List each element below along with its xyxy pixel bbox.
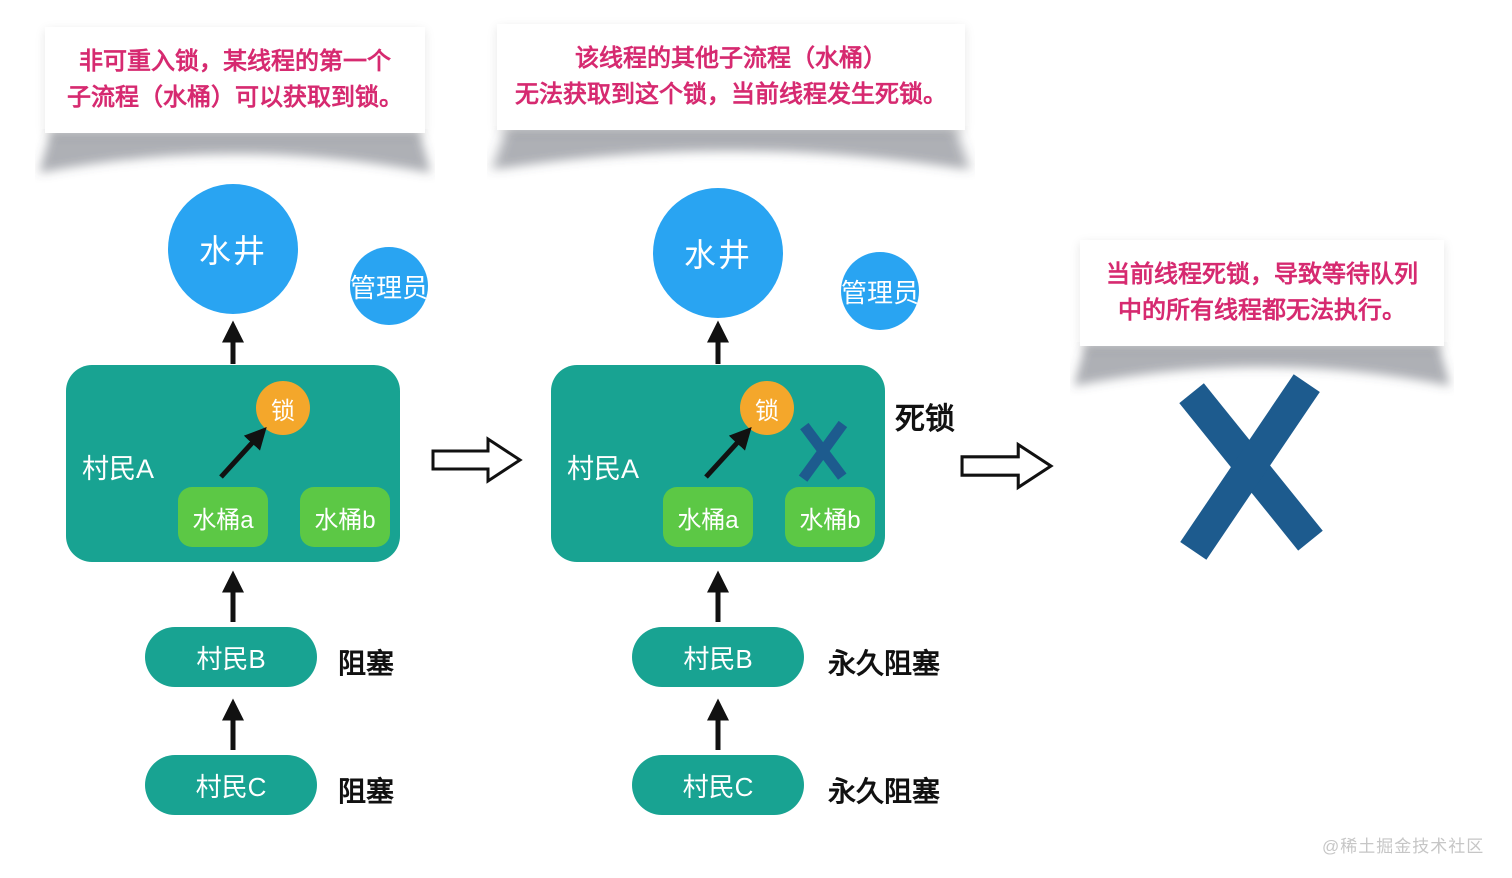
bucket-b: 水桶b xyxy=(300,487,390,547)
bucket-a: 水桶a xyxy=(178,487,268,547)
lock-circle: 锁 xyxy=(740,381,794,435)
villager-a-box-middle: 村民A 锁 水桶a 水桶b xyxy=(551,365,885,562)
block-arrow-right-icon xyxy=(431,436,523,484)
well-circle-left: 水井 xyxy=(168,184,298,314)
villager-c-pill-middle: 村民C xyxy=(632,755,804,815)
callout1-curved-shadow xyxy=(39,131,431,173)
villager-b-pill-middle: 村民B xyxy=(632,627,804,687)
well-circle-middle: 水井 xyxy=(653,188,783,318)
callout2-curved-shadow xyxy=(491,128,971,170)
arrow-diagonal-icon xyxy=(219,426,267,479)
arrow-up-icon xyxy=(221,320,245,364)
callout-queue-blocked: 当前线程死锁，导致等待队列 中的所有线程都无法执行。 xyxy=(1080,240,1444,346)
villager-a-label: 村民A xyxy=(82,454,155,484)
arrow-up-icon xyxy=(706,570,730,622)
status-blocked-b-middle: 永久阻塞 xyxy=(828,648,941,679)
villager-a-box-left: 村民A 锁 水桶a 水桶b xyxy=(66,365,400,562)
status-blocked-c-left: 阻塞 xyxy=(338,776,395,807)
deadlock-label: 死锁 xyxy=(895,403,955,436)
block-arrow-right-icon xyxy=(960,441,1054,491)
callout2-line1: 该线程的其他子流程（水桶） xyxy=(575,45,887,72)
watermark: @稀土掘金技术社区 xyxy=(1322,837,1485,856)
status-blocked-b-left: 阻塞 xyxy=(338,648,395,679)
callout-deadlock-occurs: 该线程的其他子流程（水桶） 无法获取到这个锁，当前线程发生死锁。 xyxy=(497,24,965,130)
arrow-up-icon xyxy=(221,698,245,750)
villager-c-pill-left: 村民C xyxy=(145,755,317,815)
callout3-line2: 中的所有线程都无法执行。 xyxy=(1118,297,1406,324)
big-x-mark-icon xyxy=(1179,374,1323,560)
callout1-line2: 子流程（水桶）可以获取到锁。 xyxy=(67,84,403,111)
villager-b-pill-left: 村民B xyxy=(145,627,317,687)
callout1-line1: 非可重入锁，某线程的第一个 xyxy=(79,48,391,75)
arrow-up-icon xyxy=(221,570,245,622)
villager-a-label: 村民A xyxy=(567,454,640,484)
admin-badge-left: 管理员 xyxy=(350,247,428,325)
lock-circle: 锁 xyxy=(256,381,310,435)
bucket-a: 水桶a xyxy=(663,487,753,547)
callout2-line2: 无法获取到这个锁，当前线程发生死锁。 xyxy=(515,81,947,108)
callout-nonreentrant-lock: 非可重入锁，某线程的第一个 子流程（水桶）可以获取到锁。 xyxy=(45,27,425,133)
arrow-diagonal-icon xyxy=(704,426,752,479)
arrow-up-icon xyxy=(706,698,730,750)
x-mark-icon xyxy=(798,420,848,482)
admin-badge-middle: 管理员 xyxy=(841,252,919,330)
arrow-up-icon xyxy=(706,320,730,364)
status-blocked-c-middle: 永久阻塞 xyxy=(828,776,941,807)
callout3-line1: 当前线程死锁，导致等待队列 xyxy=(1106,261,1418,288)
callout3-curved-shadow xyxy=(1073,344,1451,386)
bucket-b: 水桶b xyxy=(785,487,875,547)
